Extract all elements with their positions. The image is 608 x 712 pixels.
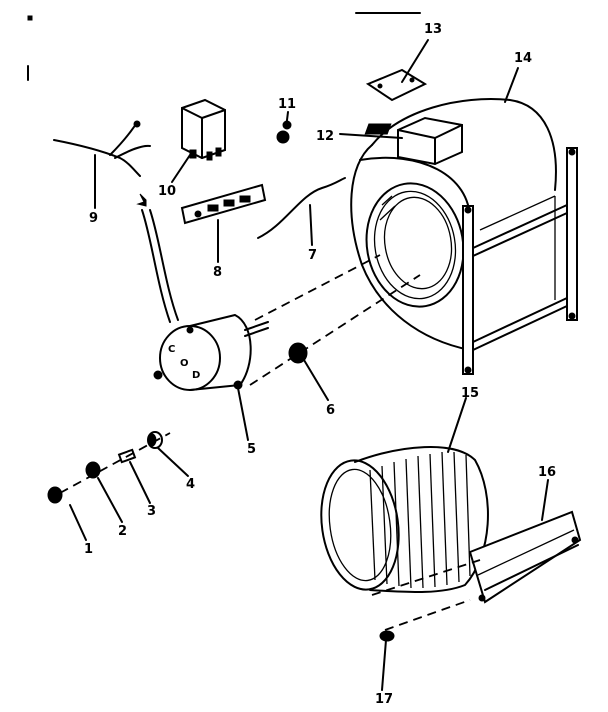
- part-label-17: 17: [375, 692, 393, 707]
- part-label-15: 15: [461, 386, 479, 401]
- part-label-7: 7: [308, 248, 317, 263]
- scan-marks: [27, 12, 421, 81]
- part-label-5: 5: [247, 442, 256, 457]
- blower-wheel: [320, 446, 489, 593]
- part-label-2: 2: [118, 524, 127, 539]
- access-panel: [468, 510, 582, 604]
- part-label-10: 10: [158, 184, 176, 199]
- cover-plate: [365, 68, 428, 102]
- part-label-4: 4: [186, 477, 195, 492]
- capacitor: [181, 98, 226, 161]
- part-label-12: 12: [316, 129, 334, 144]
- hardware-parts: [47, 431, 163, 504]
- bushing: [288, 342, 308, 364]
- leader-lines: [69, 39, 549, 691]
- part-label-14: 14: [514, 51, 532, 66]
- lead-wire: [257, 177, 346, 239]
- motor: C O D: [136, 193, 269, 391]
- blower-housing: [350, 98, 578, 375]
- plug-part: [276, 120, 292, 144]
- part-label-8: 8: [213, 265, 222, 280]
- part-label-1: 1: [84, 542, 93, 557]
- screw: [379, 630, 395, 642]
- part-label-3: 3: [147, 504, 156, 519]
- motor-label-mark: O: [180, 358, 189, 369]
- part-labels: 1 2 3 4 5 6 7 8 9 10 11 12 13 14 15 16 1…: [84, 22, 556, 707]
- wire-harness: [53, 120, 151, 177]
- part-label-13: 13: [424, 22, 442, 37]
- motor-label-mark: D: [192, 370, 200, 381]
- assembly-axes: [59, 254, 481, 631]
- part-label-6: 6: [326, 403, 335, 418]
- terminal-strip: [180, 183, 267, 225]
- top-bracket: [364, 116, 463, 166]
- part-label-16: 16: [538, 465, 556, 480]
- motor-label-mark: C: [168, 344, 175, 355]
- part-label-9: 9: [89, 211, 98, 226]
- part-label-11: 11: [278, 97, 296, 112]
